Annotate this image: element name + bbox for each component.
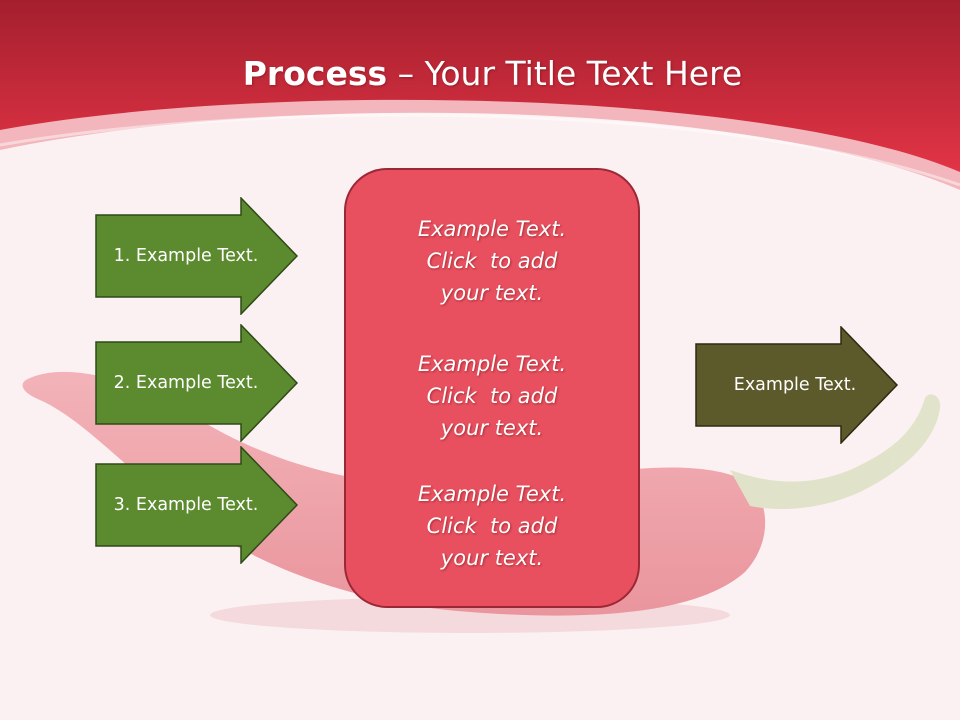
paragraph-line: your text. — [440, 281, 544, 305]
left-arrow-1[interactable]: 1. Example Text. — [95, 197, 299, 315]
title-bold: Process — [242, 54, 388, 93]
center-paragraph-2: Example Text. Click to add your text. — [344, 348, 640, 444]
center-paragraph-1: Example Text. Click to add your text. — [344, 213, 640, 309]
title-rest: Your Title Text Here — [424, 54, 743, 93]
paragraph-line: Click to add — [426, 514, 558, 538]
title-separator: – — [387, 54, 425, 93]
header-band — [0, 0, 960, 172]
paragraph-line: your text. — [440, 546, 544, 570]
left-arrow-2[interactable]: 2. Example Text. — [95, 324, 299, 442]
left-arrow-label: 3. Example Text. — [113, 495, 259, 515]
paragraph-line: Example Text. — [417, 352, 567, 376]
right-arrow[interactable]: Example Text. — [695, 326, 899, 444]
paragraph-line: Click to add — [426, 384, 558, 408]
right-arrow-label: Example Text. — [733, 375, 857, 395]
page-title: Process – Your Title Text Here — [0, 52, 960, 96]
left-arrow-label: 1. Example Text. — [113, 246, 259, 266]
paragraph-line: Click to add — [426, 249, 558, 273]
paragraph-line: Example Text. — [417, 217, 567, 241]
center-paragraph-3: Example Text. Click to add your text. — [344, 478, 640, 574]
paragraph-line: Example Text. — [417, 482, 567, 506]
left-arrow-label: 2. Example Text. — [113, 373, 259, 393]
center-text-box[interactable]: Example Text. Click to add your text. Ex… — [344, 168, 640, 608]
paragraph-line: your text. — [440, 416, 544, 440]
left-arrow-3[interactable]: 3. Example Text. — [95, 446, 299, 564]
